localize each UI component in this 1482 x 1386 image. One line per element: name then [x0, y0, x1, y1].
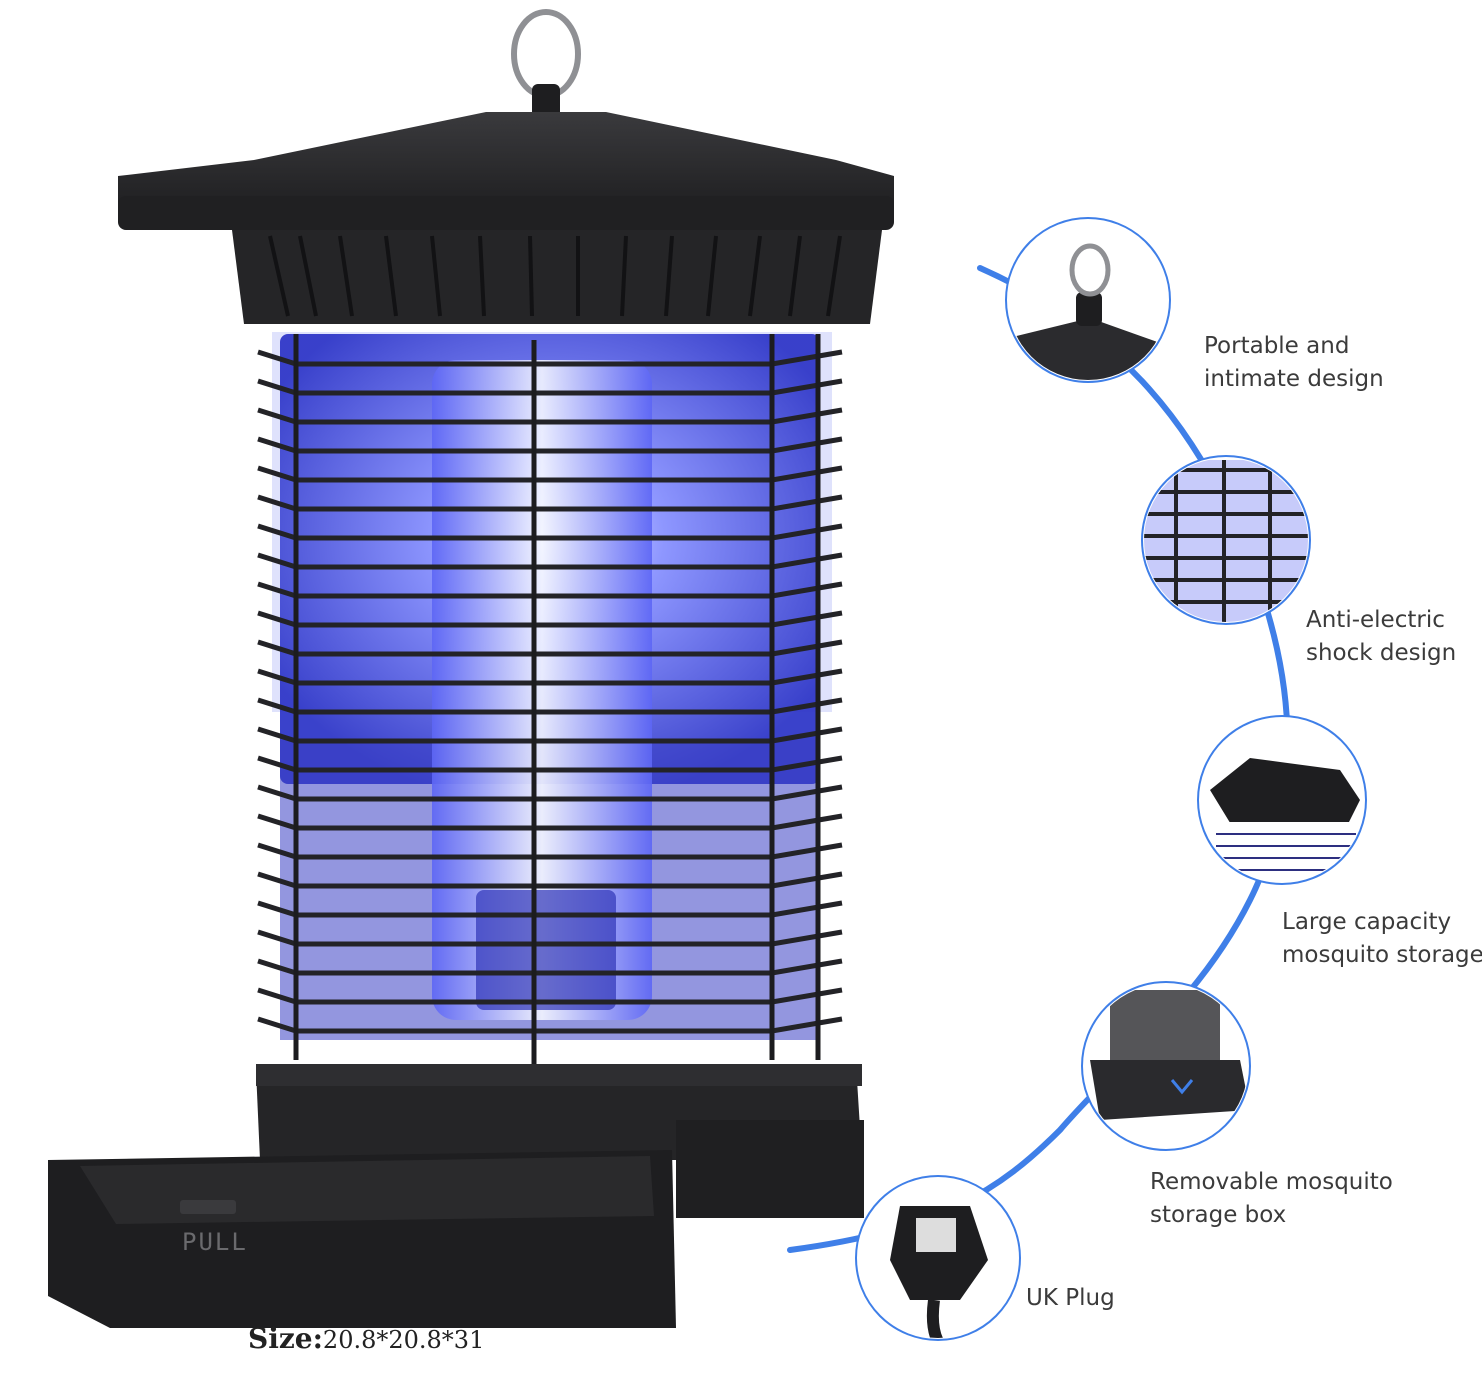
product-size: Size:20.8*20.8*31: [248, 1322, 484, 1355]
uv-cage-body: [272, 332, 832, 1040]
mosquito-drawer[interactable]: [48, 1150, 676, 1328]
feature-caption-portable: Portable and intimate design: [1204, 330, 1384, 396]
lamp-base: [256, 1064, 864, 1218]
cage-posts: [293, 334, 821, 1090]
hanging-ring: [511, 9, 581, 118]
feature-caption-line: intimate design: [1204, 366, 1384, 392]
feature-caption-line: storage box: [1150, 1202, 1287, 1228]
feature-caption-line: Large capacity: [1282, 909, 1452, 935]
feature-circle-removable: [1081, 981, 1251, 1151]
feature-caption-removable: Removable mosquito storage box: [1150, 1166, 1393, 1232]
lamp-roof: [118, 112, 894, 324]
feature-caption-line: Portable and: [1204, 333, 1350, 359]
feature-caption-line: shock design: [1306, 640, 1457, 666]
size-label: Size:: [248, 1322, 323, 1355]
feature-caption-line: Removable mosquito: [1150, 1169, 1393, 1195]
drawer-pull-label: PULL: [182, 1228, 248, 1256]
feature-circle-anti-shock: [1141, 455, 1311, 625]
feature-caption-line: UK Plug: [1026, 1285, 1115, 1311]
feature-caption-plug: UK Plug: [1026, 1282, 1115, 1315]
feature-circle-portable: [1005, 217, 1171, 383]
feature-circle-plug: [855, 1175, 1021, 1341]
feature-caption-anti-shock: Anti-electric shock design: [1306, 604, 1456, 670]
feature-caption-storage: Large capacity mosquito storage: [1282, 906, 1482, 972]
feature-caption-line: mosquito storage: [1282, 942, 1482, 968]
size-value: 20.8*20.8*31: [322, 1326, 485, 1354]
feature-caption-line: Anti-electric: [1306, 607, 1445, 633]
feature-circle-storage: [1197, 715, 1367, 885]
